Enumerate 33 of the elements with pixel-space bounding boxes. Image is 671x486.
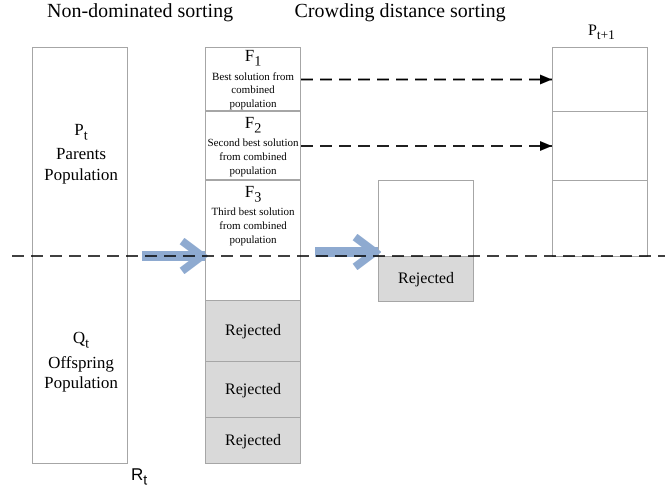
front-box xyxy=(205,111,301,180)
set-label: F$_{3}$ xyxy=(244,182,262,206)
set-label: F$_{1}$ xyxy=(244,46,262,71)
rejected-box xyxy=(378,256,474,302)
block-arrow xyxy=(315,233,379,271)
block-arrow xyxy=(142,237,206,275)
column-label: P$_{t+1}$ xyxy=(588,23,615,42)
empty-box xyxy=(552,47,648,112)
empty-box xyxy=(552,180,648,257)
rejected-box xyxy=(205,417,301,464)
stage-heading: Non-dominated sorting xyxy=(47,0,234,23)
set-label: F$_{2}$ xyxy=(244,112,262,138)
rejected-box xyxy=(205,300,301,362)
description-text: Third best solution from combined population xyxy=(210,206,296,248)
column-label: R$_{t}$ xyxy=(131,466,148,486)
description-text: Offspring Population xyxy=(43,352,119,394)
rejected-box xyxy=(205,361,301,418)
dashed-arrow xyxy=(301,74,552,84)
empty-box xyxy=(552,111,648,181)
status-text: Rejected xyxy=(225,321,281,341)
stage-heading: Crowding distance sorting xyxy=(294,0,506,23)
description-text: Second best solution from combined population xyxy=(207,137,299,178)
set-label: Q$_{t}$ xyxy=(72,328,90,353)
status-text: Rejected xyxy=(398,269,454,289)
front-box xyxy=(205,47,301,111)
dashed-arrow xyxy=(301,141,552,151)
set-label: P$_{t}$ xyxy=(74,120,88,144)
empty-box xyxy=(378,180,474,257)
description-text: Best solution from combined population xyxy=(211,70,295,112)
status-text: Rejected xyxy=(225,380,281,400)
status-text: Rejected xyxy=(225,430,281,450)
front-box xyxy=(205,180,301,301)
description-text: Parents Population xyxy=(43,144,119,186)
